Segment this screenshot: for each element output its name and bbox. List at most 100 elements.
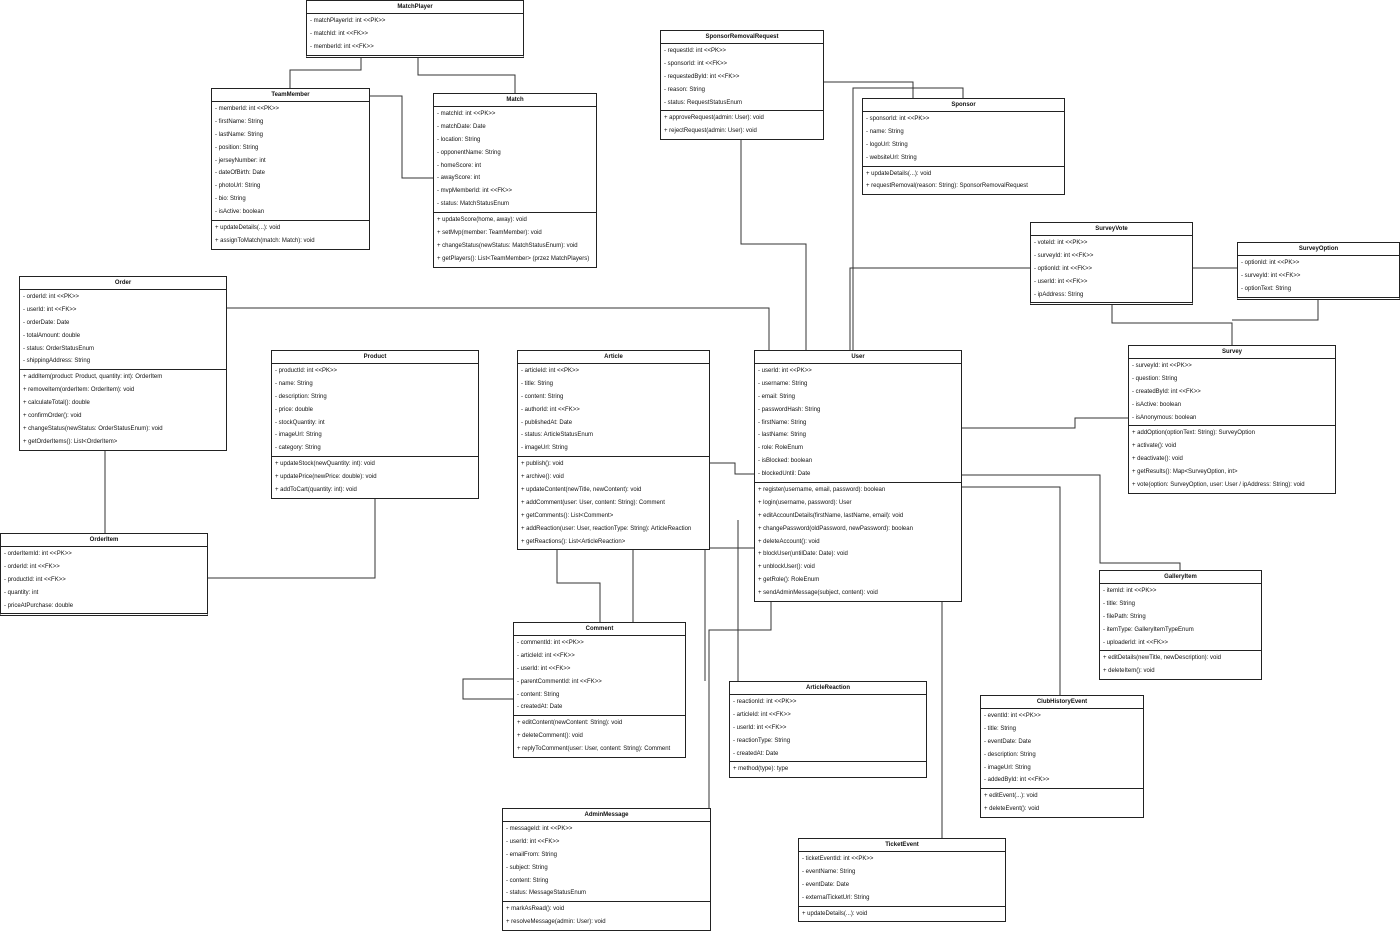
attribute: - orderId: int <<PK>> — [23, 294, 80, 300]
attributes-compartment: - productId: int <<PK>>- name: String- d… — [272, 364, 478, 456]
attribute: - imageUrl: String — [984, 764, 1031, 771]
attribute: - userId: int <<FK>> — [1034, 278, 1088, 285]
attribute: - requestedById: int <<FK>> — [664, 73, 740, 80]
class-galleryitem[interactable]: GalleryItem - itemId: int <<PK>>- title:… — [1099, 570, 1262, 681]
attribute: - lastName: String — [215, 131, 264, 138]
attribute: - content: String — [517, 691, 560, 698]
operation: + getRole(): RoleEnum — [758, 577, 820, 584]
attribute: - orderId: int <<FK>> — [4, 563, 60, 570]
attribute: - createdAt: Date — [733, 750, 779, 757]
attribute: - optionId: int <<FK>> — [1034, 265, 1093, 272]
attribute: - lastName: String — [758, 432, 807, 439]
attribute: - status: MatchStatusEnum — [437, 201, 510, 208]
class-title: OrderItem — [1, 534, 207, 547]
class-title: ArticleReaction — [730, 682, 926, 695]
operation: + removeItem(orderItem: OrderItem): void — [23, 387, 135, 394]
class-survey[interactable]: Survey - surveyId: int <<PK>>- question:… — [1128, 345, 1336, 494]
class-surveyvote[interactable]: SurveyVote - voteId: int <<PK>>- surveyI… — [1030, 222, 1193, 306]
class-ticketevent[interactable]: TicketEvent - ticketEventId: int <<PK>>-… — [798, 838, 1006, 923]
attributes-compartment: - messageId: int <<PK>> - userId: int <<F… — [503, 822, 710, 901]
operation: + updateDetails(...): void — [802, 910, 868, 917]
connector-article-comment — [556, 547, 601, 622]
operation: + addToCart(quantity: int): void — [275, 487, 357, 494]
attributes-compartment: - ticketEventId: int <<PK>>- eventName: … — [799, 852, 1005, 906]
connector-matchplayer-match — [417, 55, 516, 93]
attribute: - question: String — [1132, 375, 1178, 382]
attribute: - commentId: int <<PK>> — [517, 640, 584, 646]
attribute: - optionText: String — [1241, 285, 1292, 292]
class-adminmessage[interactable]: AdminMessage - messageId: int <<PK>>- us… — [502, 808, 711, 931]
attributes-compartment: - reactionId: int <<PK>> - articleId: int… — [730, 695, 926, 761]
connector-user-sponsorremovalrequest — [740, 136, 807, 350]
operations-compartment: + editDetails(newTitle, newDescription):… — [1100, 650, 1261, 679]
class-title: User — [755, 351, 961, 364]
operation: + addItem(product: Product, quantity: in… — [23, 374, 163, 381]
class-matchplayer[interactable]: MatchPlayer - matchPlayerId: int <<PK>>-… — [306, 0, 524, 58]
class-articlereaction[interactable]: ArticleReaction - reactionId: int <<PK>>… — [729, 681, 927, 779]
attribute: - websiteUrl: String — [866, 154, 917, 161]
operation: + blockUser(untilDate: Date): void — [758, 551, 848, 558]
attribute: - eventDate: Date — [984, 738, 1032, 745]
class-sponsor[interactable]: Sponsor - sponsorId: int <<PK>>- name: S… — [862, 98, 1065, 196]
operation: + deleteEvent(): void — [984, 806, 1040, 813]
class-product[interactable]: Product - productId: int <<PK>>- name: S… — [271, 350, 479, 499]
operations-compartment: + updateDetails(...): void+ requestRemov… — [863, 165, 1064, 195]
attribute: - surveyId: int <<PK>> — [1132, 363, 1192, 369]
operation: + updateContent(newTitle, newContent): v… — [521, 487, 642, 494]
operation: + setMvp(member: TeamMember): void — [437, 230, 542, 237]
operation: + activate(): void — [1132, 443, 1177, 450]
attribute: - createdAt: Date — [517, 704, 563, 711]
attribute: - passwordHash: String — [758, 406, 821, 413]
class-orderitem[interactable]: OrderItem - orderItemId: int <<PK>>- ord… — [0, 533, 208, 617]
attribute: - logoUrl: String — [866, 141, 908, 148]
attribute: - externalTicketUrl: String — [802, 894, 870, 901]
operations-compartment: + updateStock(newQuantity: int): void+ u… — [272, 456, 478, 498]
attribute: - imageUrl: String — [275, 432, 322, 439]
operation: + rejectRequest(admin: User): void — [664, 128, 757, 135]
attributes-compartment: - memberId: int <<PK>>- firstName: Strin… — [212, 102, 369, 220]
class-article[interactable]: Article - articleId: int <<PK>>- title: … — [517, 350, 710, 551]
attribute: - parentCommentId: int <<FK>> — [517, 678, 602, 685]
attributes-compartment: - commentId: int <<PK>>- articleId: int … — [514, 636, 685, 715]
operation: + confirmOrder(): void — [23, 413, 82, 420]
attribute: - messageId: int <<PK>> — [506, 826, 573, 832]
class-order[interactable]: Order - orderId: int <<PK>>- userId: int… — [19, 276, 227, 451]
attribute: - content: String — [506, 877, 549, 884]
class-user[interactable]: User - userId: int <<PK>>- username: Str… — [754, 350, 962, 603]
operation: + updateDetails(...): void — [866, 170, 932, 177]
operation: + approveRequest(admin: User): void — [664, 115, 764, 122]
attribute: - ticketEventId: int <<PK>> — [802, 856, 874, 862]
class-title: ClubHistoryEvent — [981, 696, 1143, 709]
connector-user-surveyvote — [849, 267, 1030, 350]
attribute: - category: String — [275, 445, 321, 452]
operation: + addReaction(user: User, reactionType: … — [521, 525, 692, 532]
operations-compartment: + markAsRead(): void+ resolveMessage(adm… — [503, 901, 710, 930]
connector-matchplayer-teammember — [289, 55, 362, 88]
connector-user-survey — [961, 417, 1128, 429]
attribute: - blockedUntil: Date — [758, 471, 811, 478]
operation: + getReactions(): List<ArticleReaction> — [521, 538, 626, 545]
class-title: Match — [434, 94, 596, 107]
class-match[interactable]: Match - matchId: int <<PK>>- matchDate: … — [433, 93, 597, 268]
attribute: - sponsorId: int <<FK>> — [664, 60, 728, 67]
attribute: - status: RequestStatusEnum — [664, 99, 743, 106]
attribute: - userId: int <<FK>> — [506, 838, 560, 845]
attribute: - jerseyNumber: int — [215, 157, 266, 164]
class-teammember[interactable]: TeamMember - memberId: int <<PK>>- first… — [211, 88, 370, 250]
class-comment[interactable]: Comment - commentId: int <<PK>>- article… — [513, 622, 686, 759]
attributes-compartment: - surveyId: int <<PK>> - question: String… — [1129, 359, 1335, 425]
attribute: - productId: int <<FK>> — [4, 576, 66, 583]
operation: + replyToComment(user: User, content: St… — [517, 746, 671, 753]
class-sponsorremovalrequest[interactable]: SponsorRemovalRequest - requestId: int <… — [660, 30, 824, 141]
attribute: - awayScore: int — [437, 175, 481, 182]
attribute: - reactionId: int <<PK>> — [733, 699, 797, 705]
attribute: - articleId: int <<FK>> — [733, 711, 791, 718]
attribute: - memberId: int <<PK>> — [215, 106, 280, 112]
attribute: - name: String — [275, 380, 313, 387]
operation: + editDetails(newTitle, newDescription):… — [1103, 655, 1221, 662]
class-surveyoption[interactable]: SurveyOption - optionId: int <<PK>>- sur… — [1237, 242, 1400, 300]
operations-compartment: + approveRequest(admin: User): void + rej… — [661, 110, 823, 139]
operation: + updatePrice(newPrice: double): void — [275, 474, 377, 481]
class-clubhistoryevent[interactable]: ClubHistoryEvent - eventId: int <<PK>>- … — [980, 695, 1144, 819]
attributes-compartment: - orderId: int <<PK>>- userId: int <<FK>… — [20, 290, 226, 369]
